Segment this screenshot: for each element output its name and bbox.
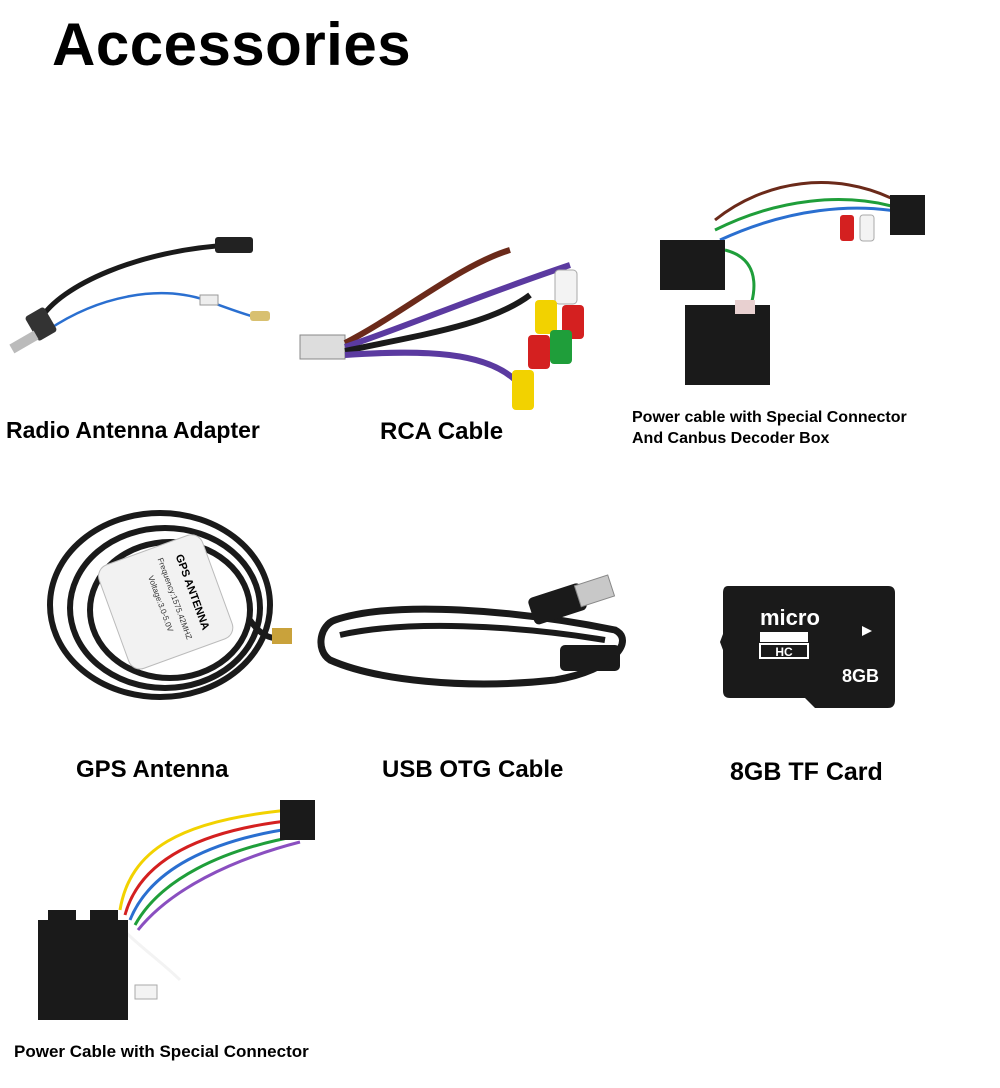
radio-antenna-adapter-image xyxy=(9,237,270,354)
tf-card-brand: micro xyxy=(760,605,820,630)
gps-antenna-caption: GPS Antenna xyxy=(76,756,229,783)
gps-antenna-image: GPS ANTENNA Frequency:1575.42MHZ Voltage… xyxy=(47,510,292,700)
power-cable-special-caption: Power Cable with Special Connector xyxy=(14,1042,309,1061)
power-cable-canbus-image xyxy=(660,181,925,385)
tf-card-capacity: 8GB xyxy=(842,666,879,686)
power-cable-special-image xyxy=(38,800,315,1020)
usb-otg-cable-image xyxy=(317,574,626,688)
power-cable-canbus-caption-line1: Power cable with Special Connector xyxy=(632,409,907,426)
rca-cable-caption: RCA Cable xyxy=(380,418,504,445)
rca-cable-image xyxy=(299,247,584,410)
usb-otg-cable-caption: USB OTG Cable xyxy=(382,756,564,783)
power-cable-canbus-caption-line2: And Canbus Decoder Box xyxy=(632,430,830,447)
tf-card-caption: 8GB TF Card xyxy=(730,758,883,786)
play-arrow-icon xyxy=(862,626,872,636)
radio-antenna-adapter-caption: Radio Antenna Adapter xyxy=(6,417,260,443)
page-title: Accessories xyxy=(52,11,412,78)
tf-card-type: HC xyxy=(775,645,793,659)
tf-card-image: micro HC 8GB xyxy=(720,586,895,708)
